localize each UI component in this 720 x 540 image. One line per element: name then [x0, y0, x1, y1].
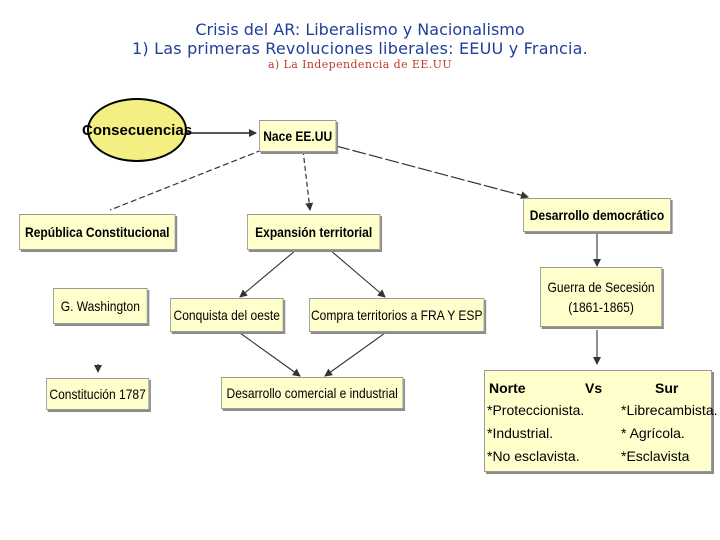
- arrow-conquista-comercial: [239, 332, 301, 377]
- sur-item: *Librecambista.: [621, 402, 718, 418]
- node-expansion-territorial: Expansión territorial: [247, 214, 381, 250]
- arrow-nace-republica: [109, 149, 263, 211]
- sur-item: *Esclavista: [621, 448, 690, 464]
- page-subtitle: 1) Las primeras Revoluciones liberales: …: [132, 39, 588, 58]
- norte-item: *Proteccionista.: [487, 402, 585, 418]
- node-guerra-secesion: Guerra de Secesión (1861-1865): [540, 267, 663, 327]
- arrow-expansion-conquista: [239, 249, 297, 298]
- norte-item: *No esclavista.: [487, 448, 580, 464]
- header-norte: Norte: [489, 380, 526, 396]
- node-desarrollo-comercial: Desarrollo comercial e industrial: [221, 377, 404, 409]
- node-conquista-oeste: Conquista del oeste: [170, 298, 284, 332]
- comparison-norte-sur: Norte Vs Sur *Proteccionista. *Industria…: [484, 370, 718, 472]
- arrow-compra-comercial: [324, 332, 386, 377]
- arrow-expansion-compra: [329, 249, 386, 298]
- arrow-nace-expansion: [302, 149, 314, 211]
- sur-item: * Agrícola.: [621, 425, 685, 441]
- arrow-nace-democratico: [335, 145, 529, 200]
- node-nace-eeuu: Nace EE.UU: [259, 120, 337, 152]
- norte-item: *Industrial.: [487, 425, 554, 441]
- guerra-years: (1861-1865): [568, 299, 634, 315]
- section-heading: a) La Independencia de EE.UU: [267, 58, 453, 71]
- guerra-title: Guerra de Secesión: [547, 279, 655, 295]
- node-republica-constitucional: República Constitucional: [19, 214, 176, 250]
- node-compra-territorios: Compra territorios a FRA Y ESP: [309, 298, 485, 332]
- node-consecuencias: Consecuencias: [82, 98, 192, 162]
- page-title: Crisis del AR: Liberalismo y Nacionalism…: [195, 20, 525, 39]
- node-washington: G. Washington: [53, 288, 148, 324]
- header-sur: Sur: [655, 380, 679, 396]
- node-constitucion: Constitución 1787: [46, 378, 150, 410]
- header-vs: Vs: [585, 380, 603, 396]
- node-desarrollo-democratico: Desarrollo democrático: [523, 198, 671, 232]
